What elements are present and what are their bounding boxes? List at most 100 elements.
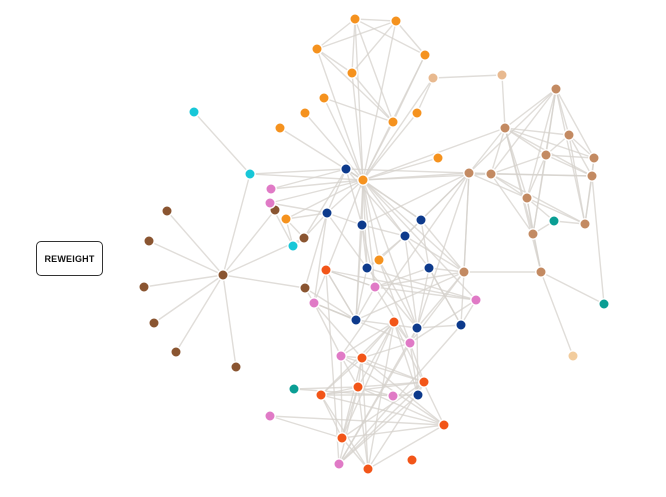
graph-edge bbox=[490, 154, 547, 175]
graph-edge bbox=[341, 424, 445, 439]
graph-node[interactable] bbox=[563, 129, 575, 141]
graph-node[interactable] bbox=[499, 122, 511, 134]
graph-node[interactable] bbox=[299, 282, 311, 294]
graph-node[interactable] bbox=[315, 389, 327, 401]
graph-node[interactable] bbox=[298, 232, 310, 244]
graph-edge bbox=[416, 267, 430, 329]
graph-node[interactable] bbox=[567, 350, 579, 362]
graph-edge bbox=[351, 72, 364, 181]
graph-node[interactable] bbox=[288, 383, 300, 395]
graph-node[interactable] bbox=[387, 390, 399, 402]
graph-node[interactable] bbox=[463, 167, 475, 179]
graph-node[interactable] bbox=[138, 281, 150, 293]
graph-node[interactable] bbox=[412, 389, 424, 401]
graph-node[interactable] bbox=[244, 168, 256, 180]
graph-node[interactable] bbox=[336, 432, 348, 444]
graph-edge bbox=[584, 175, 593, 225]
graph-node[interactable] bbox=[340, 163, 352, 175]
graph-node[interactable] bbox=[496, 69, 508, 81]
graph-edge bbox=[378, 259, 418, 329]
graph-node[interactable] bbox=[350, 314, 362, 326]
graph-node[interactable] bbox=[333, 458, 345, 470]
graph-node[interactable] bbox=[411, 107, 423, 119]
graph-edge bbox=[490, 173, 593, 177]
graph-node[interactable] bbox=[586, 170, 598, 182]
graph-node[interactable] bbox=[419, 49, 431, 61]
graph-node[interactable] bbox=[280, 213, 292, 225]
graph-node[interactable] bbox=[230, 361, 242, 373]
graph-node[interactable] bbox=[320, 264, 332, 276]
graph-node[interactable] bbox=[588, 152, 600, 164]
graph-node[interactable] bbox=[356, 219, 368, 231]
graph-node[interactable] bbox=[470, 294, 482, 306]
graph-edge bbox=[409, 299, 477, 344]
graph-edge bbox=[313, 212, 328, 304]
graph-node[interactable] bbox=[388, 316, 400, 328]
graph-node[interactable] bbox=[369, 281, 381, 293]
graph-edge bbox=[249, 168, 347, 175]
graph-edge bbox=[378, 259, 411, 344]
graph-edge bbox=[316, 48, 394, 123]
graph-node[interactable] bbox=[148, 317, 160, 329]
graph-node[interactable] bbox=[356, 352, 368, 364]
graph-node[interactable] bbox=[299, 107, 311, 119]
graph-node[interactable] bbox=[346, 67, 358, 79]
graph-node[interactable] bbox=[188, 106, 200, 118]
reweight-button[interactable]: REWEIGHT bbox=[36, 241, 103, 276]
graph-node[interactable] bbox=[308, 297, 320, 309]
graph-node[interactable] bbox=[418, 376, 430, 388]
graph-node[interactable] bbox=[548, 215, 560, 227]
graph-node[interactable] bbox=[458, 266, 470, 278]
graph-node[interactable] bbox=[540, 149, 552, 161]
graph-node[interactable] bbox=[335, 350, 347, 362]
graph-node[interactable] bbox=[438, 419, 450, 431]
graph-node[interactable] bbox=[423, 262, 435, 274]
graph-node[interactable] bbox=[274, 122, 286, 134]
graph-node[interactable] bbox=[264, 197, 276, 209]
edge-layer bbox=[143, 18, 605, 470]
graph-edge bbox=[526, 88, 557, 199]
graph-node[interactable] bbox=[415, 214, 427, 226]
graph-node[interactable] bbox=[161, 205, 173, 217]
graph-node[interactable] bbox=[387, 116, 399, 128]
graph-edge bbox=[340, 321, 395, 357]
graph-node[interactable] bbox=[579, 218, 591, 230]
graph-node[interactable] bbox=[411, 322, 423, 334]
graph-edge bbox=[326, 168, 347, 214]
graph-edge bbox=[362, 179, 418, 329]
graph-node[interactable] bbox=[485, 168, 497, 180]
graph-node[interactable] bbox=[432, 152, 444, 164]
graph-node[interactable] bbox=[527, 228, 539, 240]
graph-node[interactable] bbox=[362, 463, 374, 475]
graph-node[interactable] bbox=[399, 230, 411, 242]
graph-node[interactable] bbox=[404, 337, 416, 349]
graph-node[interactable] bbox=[427, 72, 439, 84]
graph-node[interactable] bbox=[352, 381, 364, 393]
graph-node[interactable] bbox=[598, 298, 610, 310]
graph-node[interactable] bbox=[321, 207, 333, 219]
graph-node[interactable] bbox=[390, 15, 402, 27]
graph-node[interactable] bbox=[170, 346, 182, 358]
graph-edge bbox=[568, 134, 586, 225]
graph-node[interactable] bbox=[521, 192, 533, 204]
graph-node[interactable] bbox=[357, 174, 369, 186]
graph-node[interactable] bbox=[318, 92, 330, 104]
graph-edge bbox=[490, 88, 557, 175]
graph-node[interactable] bbox=[373, 254, 385, 266]
graph-edge bbox=[545, 154, 595, 159]
graph-node[interactable] bbox=[535, 266, 547, 278]
graph-node[interactable] bbox=[361, 262, 373, 274]
graph-node[interactable] bbox=[264, 410, 276, 422]
graph-node[interactable] bbox=[287, 240, 299, 252]
graph-edge bbox=[361, 224, 406, 237]
graph-node[interactable] bbox=[406, 454, 418, 466]
graph-node[interactable] bbox=[143, 235, 155, 247]
graph-node[interactable] bbox=[455, 319, 467, 331]
graph-node[interactable] bbox=[217, 269, 229, 281]
graph-edge bbox=[320, 381, 425, 396]
graph-node[interactable] bbox=[311, 43, 323, 55]
graph-node[interactable] bbox=[349, 13, 361, 25]
graph-node[interactable] bbox=[265, 183, 277, 195]
graph-node[interactable] bbox=[550, 83, 562, 95]
